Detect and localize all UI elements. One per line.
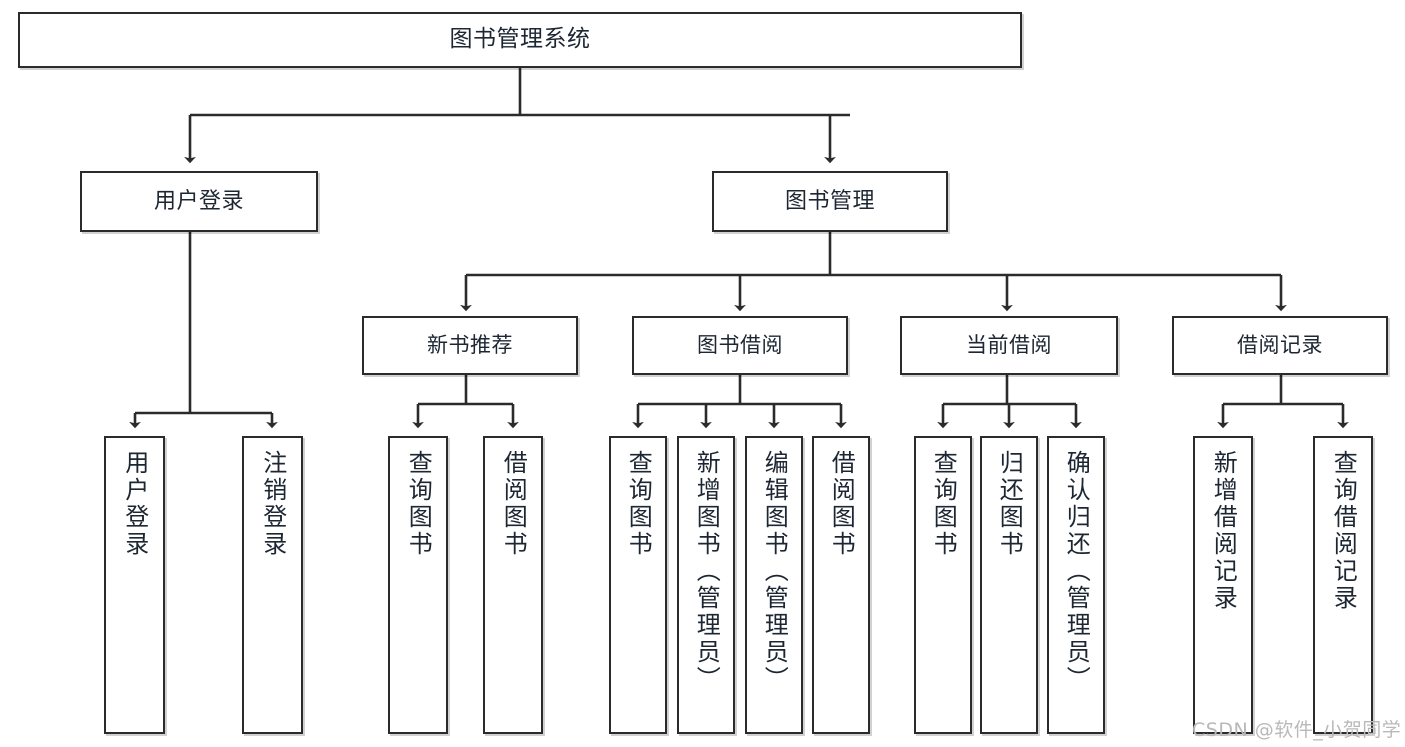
node-label: 当前借阅 [966,333,1052,358]
node-book-management[interactable]: 图书管理 [712,171,948,232]
leaf-user-login-logout[interactable]: 注销登录 [242,436,303,734]
node-label: 用户登录 [120,450,149,558]
node-label: 图书管理 [784,188,875,214]
leaf-current-borrow-query[interactable]: 查询图书 [914,436,972,734]
node-root-system[interactable]: 图书管理系统 [18,12,1022,68]
node-label: 借阅图书 [499,450,528,558]
leaf-book-borrow-edit[interactable]: 编辑图书（管理员） [745,436,803,734]
leaf-new-book-query[interactable]: 查询图书 [388,436,448,734]
node-label: 新增借阅记录 [1209,450,1238,612]
node-label: 确认归还（管理员） [1062,450,1091,693]
leaf-new-book-borrow[interactable]: 借阅图书 [483,436,543,734]
leaf-book-borrow-query[interactable]: 查询图书 [609,436,667,734]
node-user-login[interactable]: 用户登录 [80,171,318,232]
csdn-watermark: CSDN @软件_小贺同学 [1192,719,1402,741]
node-label: 图书借阅 [697,333,783,358]
leaf-borrow-record-query[interactable]: 查询借阅记录 [1313,436,1373,734]
leaf-current-borrow-confirm-return[interactable]: 确认归还（管理员） [1047,436,1105,734]
node-label: 用户登录 [153,188,244,214]
node-book-borrow[interactable]: 图书借阅 [632,316,848,375]
node-label: 查询借阅记录 [1329,450,1358,612]
node-label: 归还图书 [995,450,1024,558]
node-new-book-recommend[interactable]: 新书推荐 [362,316,578,375]
node-label: 借阅记录 [1237,333,1323,358]
node-label: 图书管理系统 [449,26,591,53]
leaf-book-borrow-add[interactable]: 新增图书（管理员） [677,436,735,734]
leaf-current-borrow-return[interactable]: 归还图书 [980,436,1038,734]
leaf-user-login-login[interactable]: 用户登录 [104,436,165,734]
node-label: 注销登录 [258,450,287,558]
leaf-borrow-record-add[interactable]: 新增借阅记录 [1193,436,1253,734]
node-label: 新书推荐 [427,333,513,358]
node-label: 新增图书（管理员） [692,450,721,693]
leaf-book-borrow-lend[interactable]: 借阅图书 [812,436,870,734]
node-label: 借阅图书 [827,450,856,558]
node-current-borrow[interactable]: 当前借阅 [900,316,1118,375]
node-borrow-record[interactable]: 借阅记录 [1172,316,1388,375]
node-label: 查询图书 [404,450,433,558]
node-label: 查询图书 [624,450,653,558]
node-label: 编辑图书（管理员） [760,450,789,693]
node-label: 查询图书 [929,450,958,558]
